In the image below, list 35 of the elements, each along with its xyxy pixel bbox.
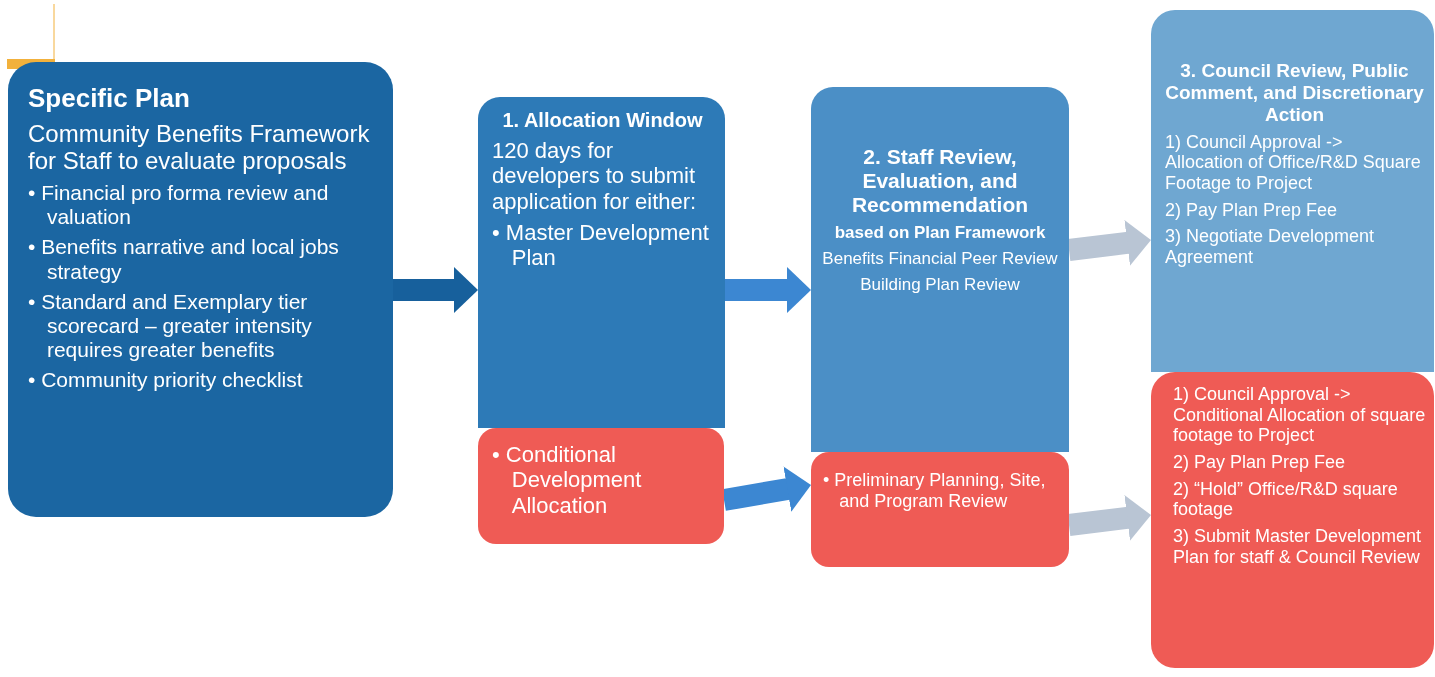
bullet-item: • Master Development Plan [492,219,710,271]
box-text: 3) Submit Master Development Plan for staff & Council Review [1173,526,1423,568]
process-box [478,97,725,428]
box-heading: based on Plan Framework [833,223,1047,243]
block-arrow [725,267,811,313]
box-text: 3) Negotiate Development Agreement [1165,226,1376,268]
bullet-item: • Preliminary Planning, Site, and Program Review [823,470,1047,512]
bullet-item: • Standard and Exemplary tier scorecard – greater intensity requires greater benefits [28,289,313,363]
box-text: Community Benefits Framework for Staff to evaluate proposals [28,119,371,176]
box-text: Building Plan Review [859,274,1021,295]
process-box [478,428,724,544]
process-box [1151,10,1434,372]
process-box [8,62,393,517]
box-text: Benefits Financial Peer Review [821,248,1059,269]
box-text: 2) Pay Plan Prep Fee [1173,452,1347,473]
process-box [811,452,1069,567]
block-arrow [722,466,813,512]
bullet-item: • Conditional Development Allocation [492,442,643,518]
box-text: 1) Council Approval -> Conditional Allocation of square footage to Project [1173,384,1426,447]
box-heading: 3. Council Review, Public Comment, and Discretionary Action [1165,60,1424,126]
bullet-item: • Financial pro forma review and valuation [28,181,330,230]
block-arrow [393,267,478,313]
box-heading: 2. Staff Review, Evaluation, and Recommendation [850,145,1030,218]
block-arrow [1067,495,1153,541]
process-box [1151,372,1434,668]
box-text: 2) “Hold” Office/R&D square footage [1173,478,1399,521]
box-text: 120 days for developers to submit application for either: [492,138,698,214]
box-text: 2) Pay Plan Prep Fee [1165,199,1339,221]
box-text: 1) Council Approval -> Allocation of Office/R&D Square Footage to Project [1165,131,1422,194]
process-box [811,87,1069,452]
bullet-item: • Benefits narrative and local jobs strategy [28,235,340,284]
box-heading: 1. Allocation Window [501,109,704,132]
box-heading: Specific Plan [28,84,191,114]
block-arrow [1067,220,1153,266]
bullet-item: • Community priority checklist [28,368,304,393]
